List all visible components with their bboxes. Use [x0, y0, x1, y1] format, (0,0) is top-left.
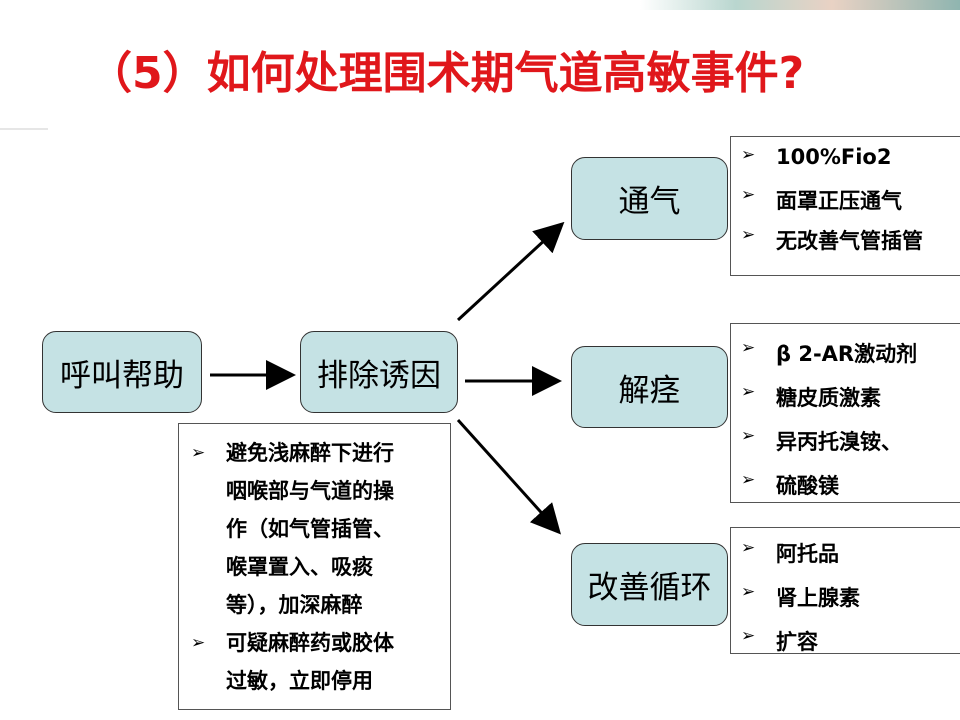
bullet-icon: ➢ — [741, 470, 756, 490]
list-item: ➢ 硫酸镁 — [741, 470, 839, 498]
arrow-cause-to-circulation — [456, 418, 562, 535]
list-item: ➢ 面罩正压通气 — [741, 185, 902, 213]
list-item: ➢ 无改善气管插管 — [741, 225, 923, 253]
list-circulation: ➢ 阿托品 ➢ 肾上腺素 ➢ 扩容 — [730, 527, 960, 654]
bullet-icon: ➢ — [741, 338, 756, 358]
list-item: ➢ β 2-AR激动剂 — [741, 338, 918, 366]
list-item: ➢ 肾上腺素 — [741, 582, 860, 610]
bullet-icon: ➢ — [741, 582, 756, 602]
list-item: ➢ 可疑麻醉药或胶体 过敏，立即停用 — [191, 624, 450, 700]
node-circulation-label: 改善循环 — [587, 570, 712, 606]
slide-title: （5）如何处理围术期气道高敏事件? — [88, 48, 805, 99]
bullet-icon: ➢ — [741, 225, 756, 245]
node-antispasm-label: 解痉 — [618, 372, 681, 409]
node-remove-cause: 排除诱因 — [300, 331, 458, 413]
bullet-icon: ➢ — [741, 538, 756, 558]
list-remove-cause: ➢ 避免浅麻醉下进行 咽喉部与气道的操 作（如气管插管、 喉罩置入、吸痰 等），… — [178, 423, 451, 710]
bullet-icon: ➢ — [741, 145, 756, 165]
bullet-icon: ➢ — [741, 185, 756, 205]
list-item: ➢ 糖皮质激素 — [741, 382, 881, 410]
list-item: ➢ 100%Fio2 — [741, 145, 892, 169]
bullet-icon: ➢ — [741, 426, 756, 446]
top-decoration-image — [640, 0, 960, 10]
list-item: ➢ 异丙托溴铵、 — [741, 426, 902, 454]
list-item: ➢ 阿托品 — [741, 538, 839, 566]
bullet-icon: ➢ — [191, 443, 206, 463]
bullet-icon: ➢ — [741, 382, 756, 402]
node-ventilation-label: 通气 — [618, 184, 681, 220]
list-ventilation: ➢ 100%Fio2 ➢ 面罩正压通气 ➢ 无改善气管插管 — [730, 136, 960, 276]
bullet-icon: ➢ — [191, 633, 206, 653]
list-item: ➢ 避免浅麻醉下进行 咽喉部与气道的操 作（如气管插管、 喉罩置入、吸痰 等），… — [191, 434, 450, 624]
node-antispasm: 解痉 — [571, 346, 728, 428]
arrow-cause-to-ventilation — [456, 221, 565, 322]
node-remove-cause-label: 排除诱因 — [317, 357, 441, 394]
left-divider — [0, 128, 48, 130]
node-call-help-label: 呼叫帮助 — [60, 357, 184, 394]
list-antispasm: ➢ β 2-AR激动剂 ➢ 糖皮质激素 ➢ 异丙托溴铵、 ➢ 硫酸镁 — [730, 323, 960, 503]
node-call-help: 呼叫帮助 — [42, 331, 202, 413]
list-item: ➢ 扩容 — [741, 626, 818, 654]
bullet-icon: ➢ — [741, 626, 756, 646]
node-circulation: 改善循环 — [571, 543, 728, 626]
node-ventilation: 通气 — [571, 157, 728, 240]
